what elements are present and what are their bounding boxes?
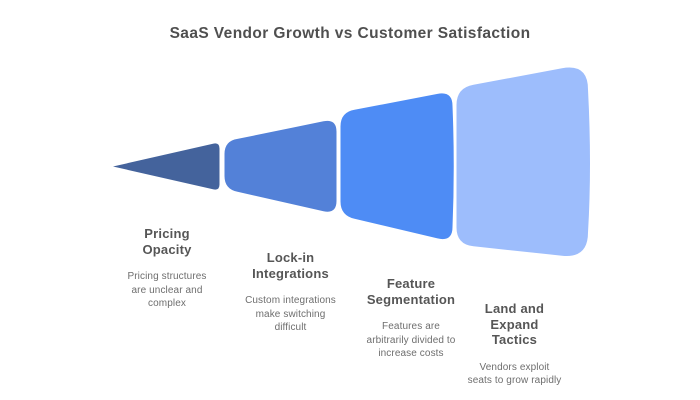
funnel-segment-feature-segmentation — [340, 93, 454, 240]
label-description: Pricing structures are unclear and compl… — [127, 271, 207, 309]
label-lock-in-integrations: Lock-in Integrations Custom integrations… — [228, 250, 353, 335]
label-description: Vendors exploit seats to grow rapidly — [467, 361, 562, 387]
label-description: Custom integrations make switching diffi… — [245, 295, 336, 333]
label-title: Land and Expand Tactics — [484, 301, 545, 347]
label-title: Lock-in Integrations — [252, 250, 329, 281]
funnel-segment-lock-in-integrations — [224, 120, 337, 212]
label-land-and-expand-tactics: Land and Expand Tactics Vendors exploit … — [452, 301, 577, 388]
label-title: Feature Segmentation — [366, 276, 456, 307]
label-pricing-opacity: Pricing Opacity Pricing structures are u… — [107, 226, 227, 311]
funnel-segment-land-and-expand — [456, 67, 590, 256]
label-description: Features are arbitrarily divided to incr… — [366, 321, 456, 359]
funnel-segment-pricing-opacity — [113, 143, 220, 190]
label-feature-segmentation: Feature Segmentation Features are arbitr… — [346, 276, 476, 361]
chart-title: SaaS Vendor Growth vs Customer Satisfact… — [169, 25, 531, 42]
label-title: Pricing Opacity — [142, 226, 192, 257]
